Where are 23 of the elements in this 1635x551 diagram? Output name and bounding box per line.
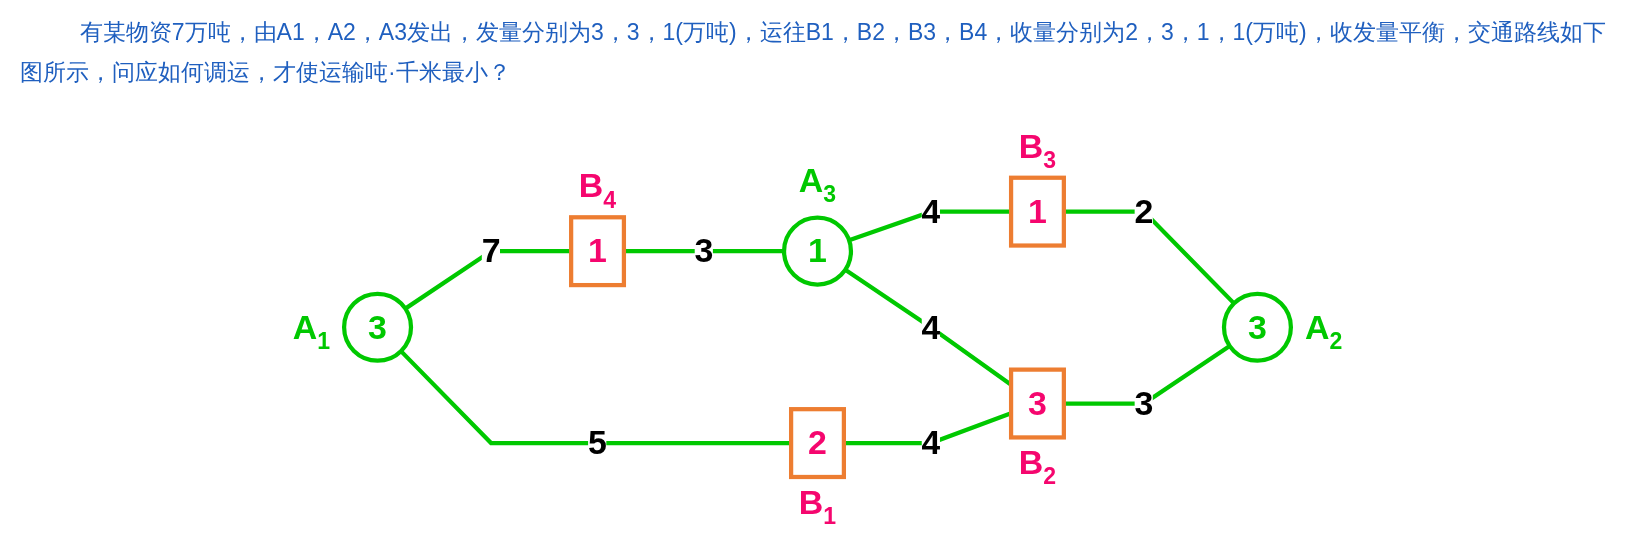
edge-label: 3 [694, 231, 714, 270]
node-name-label: A$_{3}$ [798, 160, 837, 208]
edge-label: 3 [1134, 383, 1154, 422]
edge-label: 4 [921, 423, 941, 462]
edge-label: 4 [921, 191, 941, 230]
node-name-label: B$_{4}$ [578, 166, 617, 213]
edge-label: 7 [481, 231, 501, 270]
node-circle: 1 [781, 215, 854, 287]
node-box: 3 [1008, 367, 1066, 440]
node-box: 2 [789, 407, 846, 480]
edge-label: 2 [1134, 191, 1154, 230]
edge-label: 5 [588, 423, 607, 462]
node-circle: 3 [1221, 291, 1293, 363]
problem-statement: 有某物资7万吨，由A1，A2，A3发出，发量分别为3，3，1(万吨)，运往B1，B2，B3，B4，收量分别为2，3，1，1(万吨)，收发量平衡，交通路线如下图所示，问应如何调运，才使运输吨·千米最小？ [20, 18, 1607, 87]
node-name-label: B$_{2}$ [1018, 443, 1057, 490]
edge-label: 4 [921, 307, 941, 346]
node-name-label: B$_{3}$ [1018, 126, 1057, 174]
node-box: 1 [1008, 175, 1066, 248]
node-name-label: A$_{2}$ [1305, 307, 1343, 354]
node-box: 1 [569, 215, 627, 288]
node-name-label: B$_{1}$ [798, 482, 837, 529]
node-circle: 3 [342, 291, 414, 363]
node-name-label: A$_{1}$ [292, 307, 330, 354]
